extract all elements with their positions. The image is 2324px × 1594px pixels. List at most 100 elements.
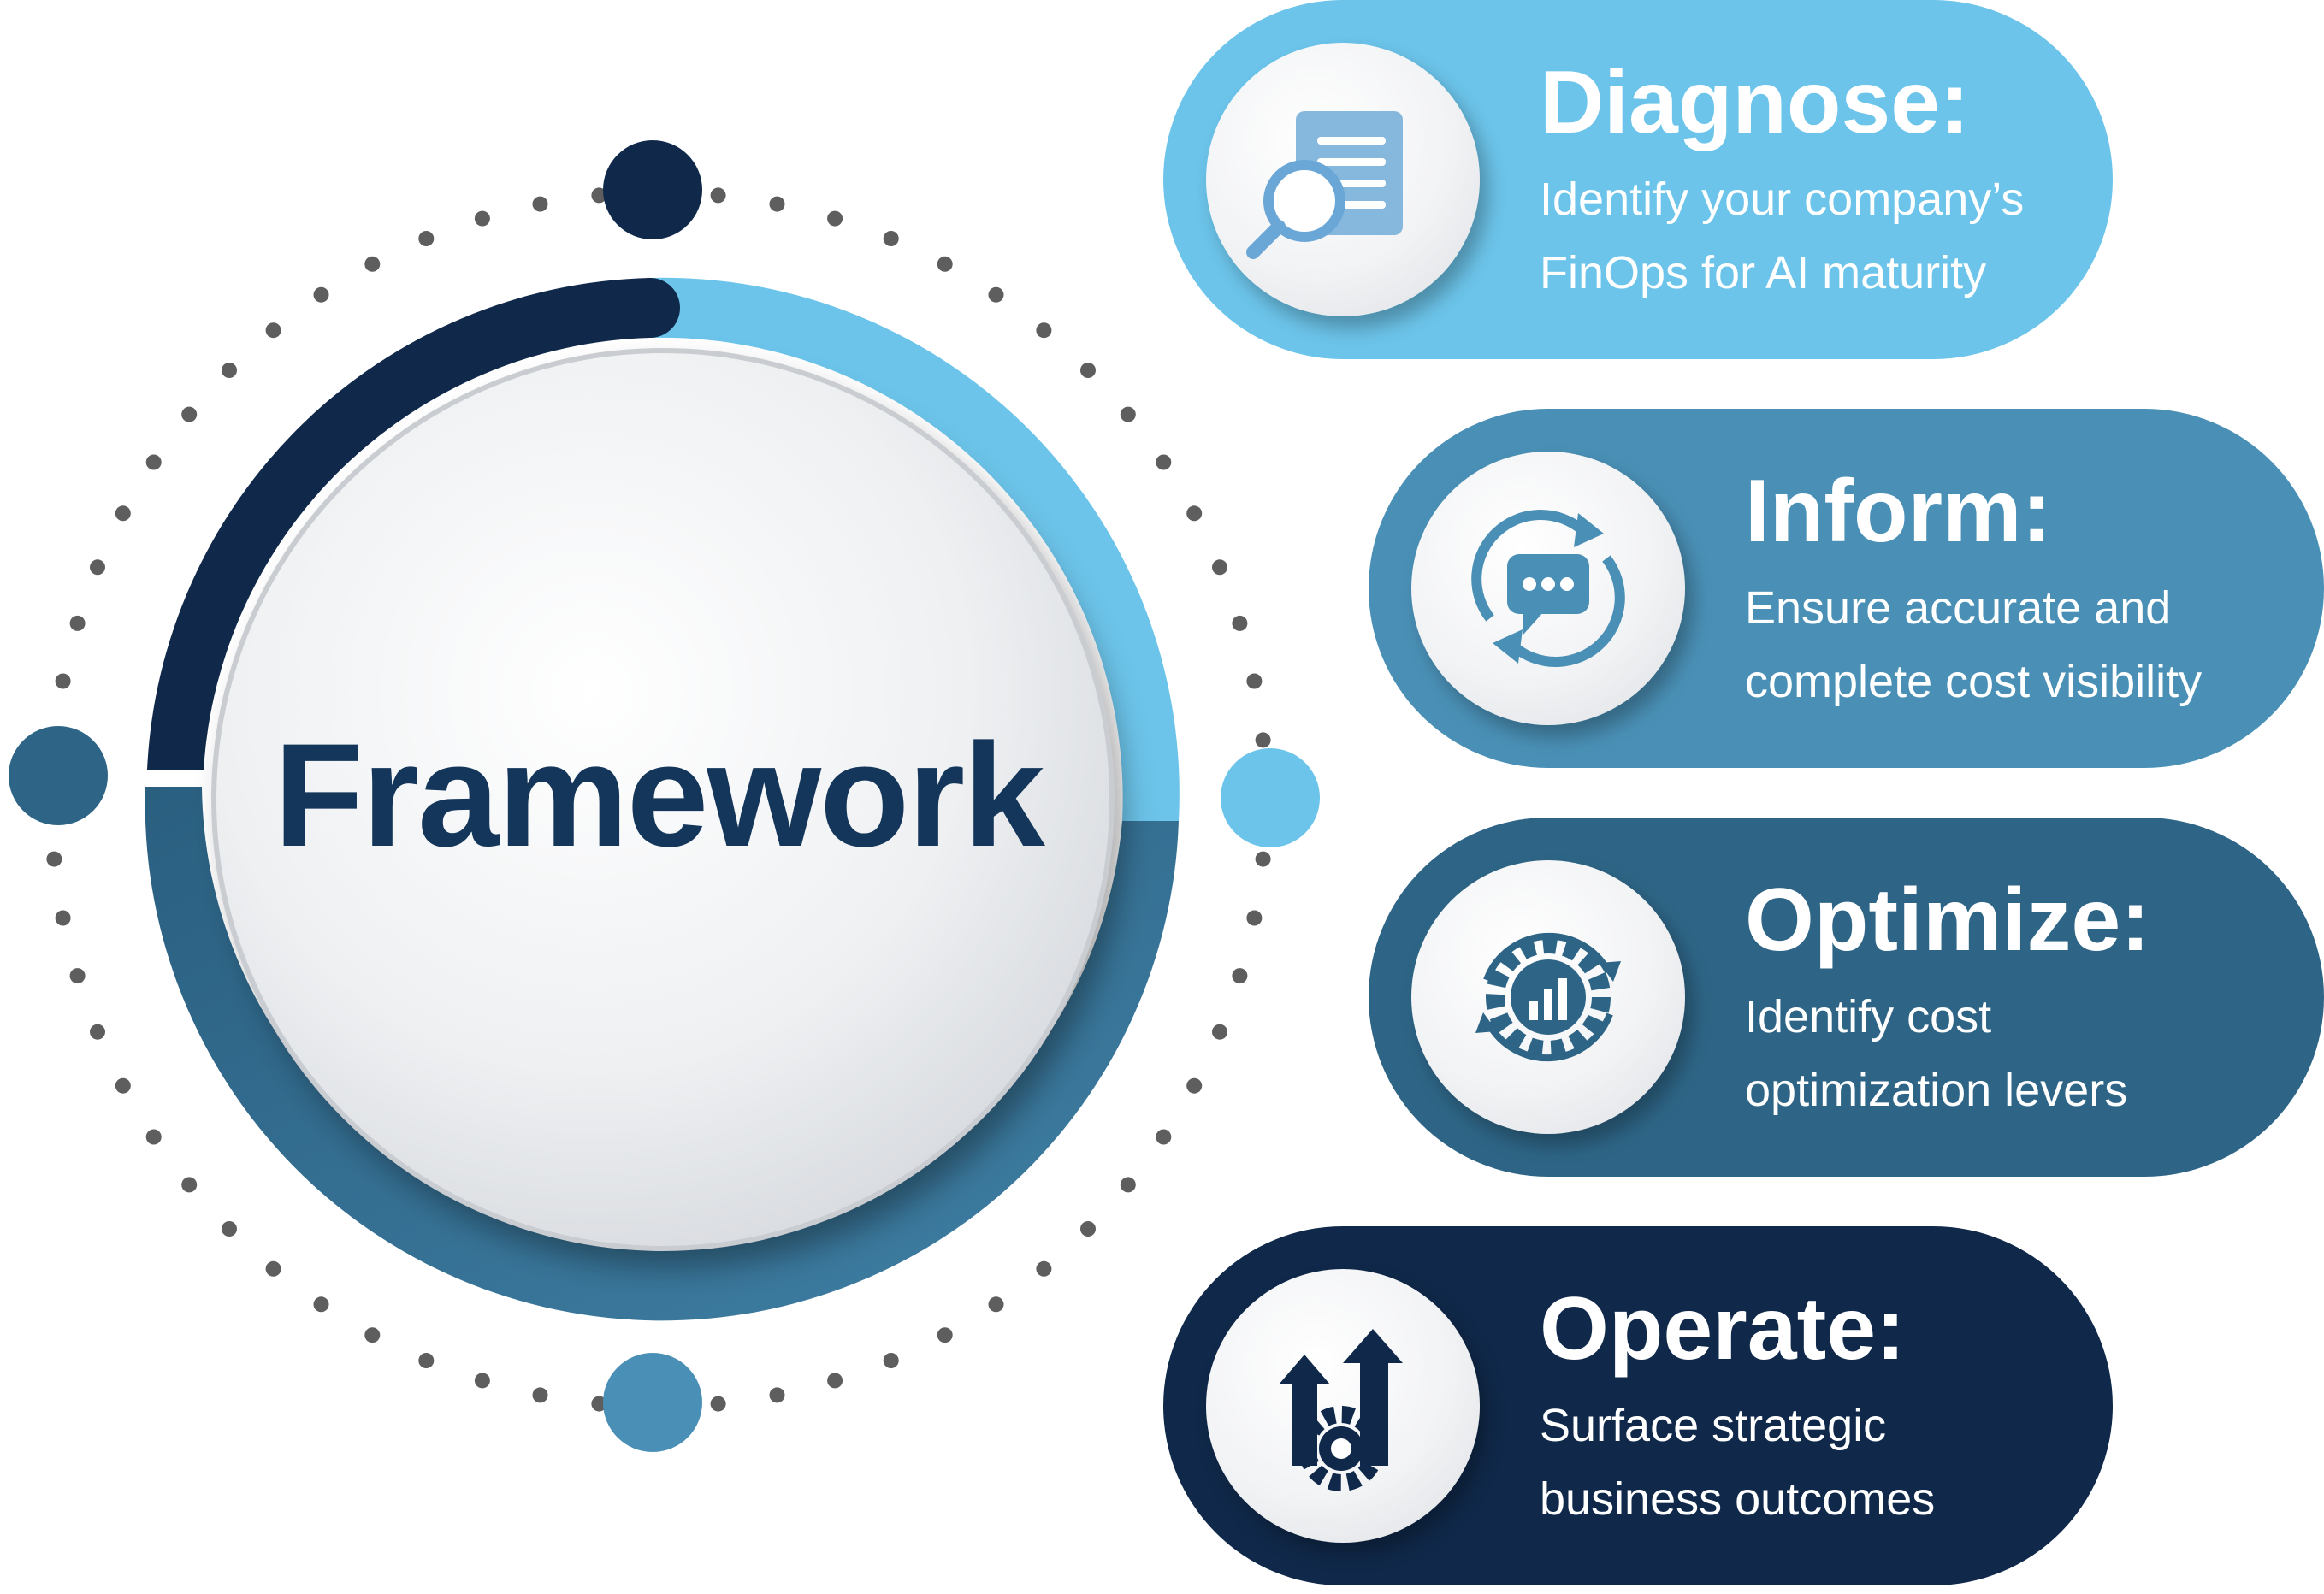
orbit-dot (591, 1396, 607, 1412)
step-description-optimize: Identify cost optimization levers (1745, 980, 2127, 1127)
step-badge-inform (1411, 452, 1685, 725)
orbit-dot (532, 196, 548, 212)
orbit-dot (474, 210, 490, 227)
orbit-dot (1036, 1260, 1052, 1277)
chat-refresh-icon (1471, 510, 1625, 667)
orbit-node-top (603, 140, 702, 239)
orbit-node-bottom (603, 1353, 702, 1452)
step-title-inform: Inform: (1745, 462, 2052, 561)
orbit-dot (769, 196, 785, 212)
orbit-dot (883, 231, 899, 246)
orbit-dot (1120, 1177, 1136, 1193)
ring-band-navy-cap (620, 278, 680, 338)
orbit-dot (1232, 968, 1248, 984)
orbit-dot (145, 1129, 162, 1145)
arrows-up-gear-icon (1279, 1329, 1403, 1491)
step-description-line: Identify cost (1745, 991, 1992, 1042)
document-magnifier-icon (1246, 111, 1403, 259)
orbit-dot (474, 1373, 490, 1389)
orbit-dot (1255, 851, 1271, 867)
center-disc (214, 351, 1112, 1249)
center-disc-rim (211, 348, 1115, 1251)
ring-band-steel-blue (145, 787, 1180, 1321)
orbit-dot (1156, 1129, 1172, 1145)
orbit-dot (69, 615, 86, 631)
orbit-dot (1232, 615, 1248, 631)
step-description-inform: Ensure accurate and complete cost visibi… (1745, 571, 2202, 718)
orbit-dot (1255, 732, 1271, 748)
step-pill-operate: Operate: Surface strategic business outc… (1163, 1226, 2113, 1585)
orbit-dot (69, 968, 86, 984)
orbit-dot (1212, 559, 1227, 576)
dotted-orbit (46, 187, 1271, 1412)
orbit-dot (1036, 322, 1052, 339)
step-pill-diagnose: Diagnose: Identify your company’s FinOps… (1163, 0, 2113, 359)
orbit-node-left (9, 726, 108, 825)
orbit-dot (1120, 406, 1136, 422)
orbit-dot (55, 910, 71, 926)
step-description-operate: Surface strategic business outcomes (1540, 1389, 1935, 1536)
orbit-dot (1080, 363, 1096, 378)
step-badge-optimize (1411, 860, 1685, 1134)
step-description-line: business outcomes (1540, 1473, 1936, 1525)
step-description-line: FinOps for AI maturity (1540, 247, 1987, 298)
orbit-dot (418, 1353, 435, 1368)
orbit-dot (46, 851, 62, 867)
step-pill-optimize: Optimize: Identify cost optimization lev… (1369, 818, 2324, 1177)
step-title-diagnose: Diagnose: (1540, 53, 1970, 152)
step-description-diagnose: Identify your company’s FinOps for AI ma… (1540, 162, 2024, 310)
orbit-dot (364, 1327, 381, 1343)
orbit-dot (55, 673, 71, 689)
orbit-dot (1212, 1024, 1227, 1040)
orbit-dot (1156, 454, 1172, 470)
orbit-dot (181, 1177, 198, 1193)
orbit-dot (313, 1296, 329, 1313)
orbit-dot (265, 1260, 281, 1277)
orbit-dot (1080, 1221, 1096, 1237)
orbit-dot (1246, 673, 1263, 689)
step-description-line: Surface strategic (1540, 1400, 1887, 1451)
step-pill-inform: Inform: Ensure accurate and complete cos… (1369, 409, 2324, 768)
orbit-dot (222, 1221, 237, 1237)
orbit-node-right (1221, 748, 1320, 847)
step-description-line: complete cost visibility (1745, 656, 2203, 707)
orbit-dot (827, 1373, 843, 1389)
ring-band-light-blue (650, 277, 1180, 821)
orbit-dot (313, 286, 329, 303)
orbit-dot (1186, 1077, 1203, 1094)
orbit-dot (265, 322, 281, 339)
orbit-dot (710, 187, 726, 204)
orbit-dot (937, 1327, 953, 1343)
orbit-dot (115, 505, 131, 522)
orbit-dot (710, 1396, 726, 1412)
step-title-operate: Operate: (1540, 1279, 1906, 1379)
orbit-dot (769, 1387, 785, 1403)
step-title-optimize: Optimize: (1745, 871, 2150, 970)
orbit-dot (90, 559, 105, 576)
orbit-dot (827, 210, 843, 227)
center-label: Framework (274, 713, 1045, 877)
orbit-dot (181, 406, 198, 422)
step-description-line: Ensure accurate and (1745, 582, 2172, 634)
orbit-dot (988, 1296, 1004, 1313)
orbit-dot (532, 1387, 548, 1403)
orbit-dot (591, 187, 607, 204)
step-badge-diagnose (1206, 43, 1480, 316)
orbit-dot (145, 454, 162, 470)
step-description-line: optimization levers (1745, 1065, 2128, 1116)
orbit-dot (1246, 910, 1263, 926)
orbit-dot (222, 363, 237, 378)
step-description-line: Identify your company’s (1540, 174, 2025, 225)
orbit-dot (937, 256, 953, 272)
orbit-dot (988, 286, 1004, 303)
orbit-dot (418, 231, 435, 246)
orbit-dot (1186, 505, 1203, 522)
orbit-dot (90, 1024, 105, 1040)
ring-band-navy (147, 278, 650, 770)
step-badge-operate (1206, 1269, 1480, 1543)
gear-chart-icon (1475, 932, 1621, 1062)
orbit-dot (883, 1353, 899, 1368)
orbit-dot (115, 1077, 131, 1094)
